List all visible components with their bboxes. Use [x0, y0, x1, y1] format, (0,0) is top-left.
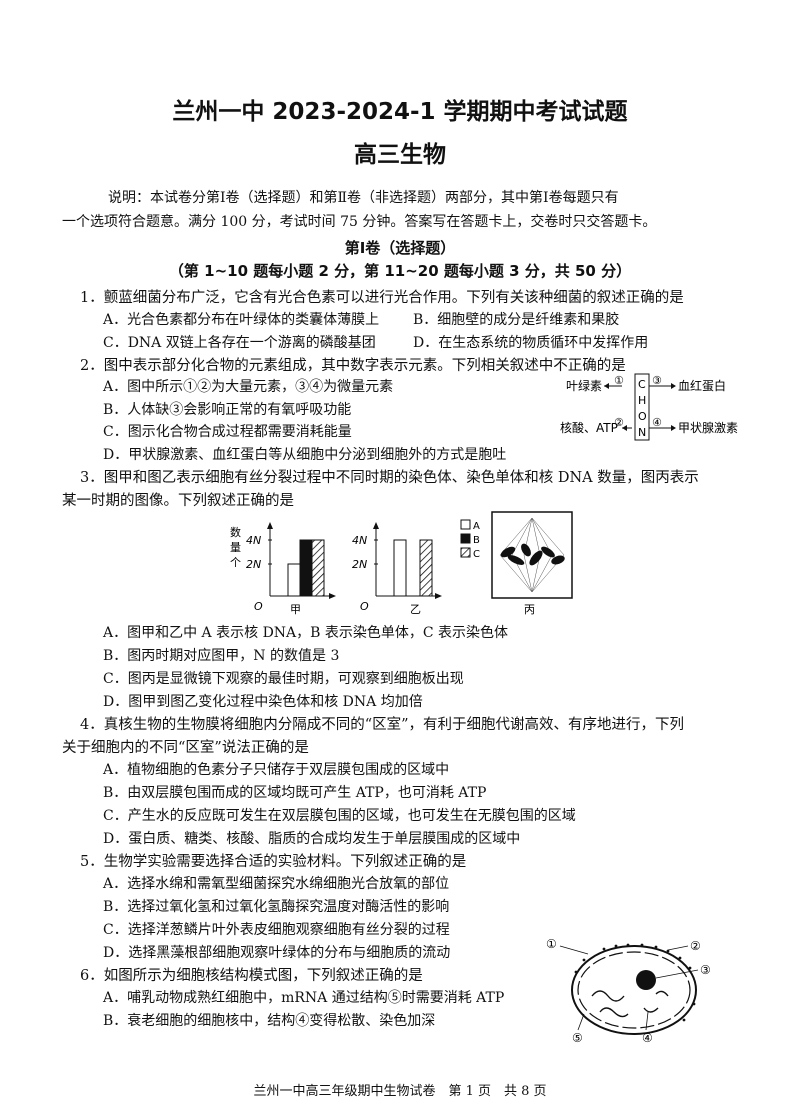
y-label-char-2: 量: [230, 541, 241, 554]
origin-yi: O: [360, 600, 369, 613]
legend-b: B: [473, 535, 480, 546]
element-composition-diagram: 叶绿素 核酸、ATP ① ② C H O N ③ ④ 血红蛋白 甲状腺激素: [560, 373, 738, 441]
nucleus-label-2: ②: [690, 939, 701, 953]
question-2-stem: 2．图中表示部分化合物的元素组成，其中数字表示元素。下列相关叙述中不正确的是: [80, 358, 626, 374]
bar-jia-a: [287, 563, 301, 597]
question-6-option-b: B．衰老细胞的细胞核中，结构④变得松散、染色加深: [103, 1013, 436, 1029]
question-3-option-a: A．图甲和乙中 A 表示核 DNA，B 表示染色单体，C 表示染色体: [103, 625, 509, 641]
exam-title: 兰州一中 2023-2024-1 学期期中考试试题: [172, 99, 628, 125]
section-scoring: （第 1~10 题每小题 2 分，第 11~20 题每小题 3 分，共 50 分…: [168, 262, 632, 280]
question-6-stem: 6．如图所示为细胞核结构模式图，下列叙述正确的是: [80, 968, 423, 984]
nucleus-label-1: ①: [546, 937, 557, 951]
y-label-char-1: 数: [230, 526, 241, 539]
instructions-line1: 说明：本试卷分第Ⅰ卷（选择题）和第Ⅱ卷（非选择题）两部分，其中第Ⅰ卷每题只有: [108, 190, 619, 206]
legend-c: C: [473, 549, 480, 560]
nucleus-label-4: ④: [642, 1031, 653, 1045]
question-3-stem-line1: 3．图甲和图乙表示细胞有丝分裂过程中不同时期的染色体、染色单体和核 DNA 数量…: [80, 470, 699, 486]
question-4-option-b: B．由双层膜包围而成的区域均既可产生 ATP，也可消耗 ATP: [103, 785, 487, 801]
origin-jia: O: [254, 600, 263, 613]
element-n: N: [638, 426, 646, 439]
metaphase-cell-image: [491, 511, 573, 599]
tick-4n-jia: 4N: [246, 534, 261, 547]
tick-2n-jia: 2N: [246, 558, 261, 571]
question-1-option-c: C．DNA 双链上各存在一个游离的磷酸基团: [103, 335, 376, 351]
bar-yi-a: [393, 539, 407, 597]
question-3-option-c: C．图丙是显微镜下观察的最佳时期，可观察到细胞板出现: [103, 671, 464, 687]
instructions-line2: 一个选项符合题意。满分 100 分，考试时间 75 分钟。答案写在答题卡上，交卷…: [62, 214, 657, 230]
diagram-label-chlorophyll: 叶绿素: [566, 378, 602, 393]
question-5-option-b: B．选择过氧化氢和过氧化氢酶探究温度对酶活性的影响: [103, 899, 450, 915]
diagram-label-nucleic-acid-atp: 核酸、ATP: [560, 420, 618, 435]
question-1-option-d: D．在生态系统的物质循环中发挥作用: [413, 335, 649, 351]
question-2-option-b: B．人体缺③会影响正常的有氧呼吸功能: [103, 402, 352, 418]
bar-yi-c: [419, 539, 433, 597]
exam-subject: 高三生物: [354, 142, 446, 168]
question-2-option-d: D．甲状腺激素、血红蛋白等从细胞中分泌到细胞外的方式是胞吐: [103, 447, 507, 463]
question-1-option-a: A．光合色素都分布在叶绿体的类囊体薄膜上: [103, 312, 380, 328]
diagram-num-1: ①: [614, 374, 624, 387]
diagram-num-2: ②: [614, 416, 624, 429]
legend-a: A: [473, 521, 480, 532]
bar-jia-b: [299, 539, 313, 597]
tick-4n-yi: 4N: [352, 534, 367, 547]
question-3-option-b: B．图丙时期对应图甲，N 的数值是 3: [103, 648, 340, 664]
element-box: [634, 373, 650, 441]
tick-2n-yi: 2N: [352, 558, 367, 571]
page-footer: 兰州一中高三年级期中生物试卷 第 1 页 共 8 页: [253, 1084, 547, 1099]
diagram-label-hemoglobin: 血红蛋白: [678, 378, 726, 393]
mitosis-figure: 数 量 个 4N 2N O 甲 4N 2N O 乙 A B C: [230, 511, 573, 616]
element-h: H: [638, 394, 646, 407]
label-bing: 丙: [524, 603, 535, 616]
question-6-option-a: A．哺乳动物成熟红细胞中，mRNA 通过结构⑤时需要消耗 ATP: [103, 990, 505, 1006]
question-3-stem-line2: 某一时期的图像。下列叙述正确的是: [62, 493, 294, 509]
question-3-option-d: D．图甲到图乙变化过程中染色体和核 DNA 均加倍: [103, 694, 423, 710]
nuclear-envelope-outer: [571, 945, 697, 1035]
question-1-option-b: B．细胞壁的成分是纤维素和果胶: [413, 312, 620, 328]
question-1-stem: 1．颤蓝细菌分布广泛，它含有光合色素可以进行光合作用。下列有关该种细菌的叙述正确…: [80, 290, 684, 306]
question-4-option-c: C．产生水的反应既可发生在双层膜包围的区域，也可发生在无膜包围的区域: [103, 808, 576, 824]
question-2-option-a: A．图中所示①②为大量元素，③④为微量元素: [103, 379, 394, 395]
label-yi: 乙: [410, 603, 421, 616]
question-4-option-a: A．植物细胞的色素分子只储存于双层膜包围成的区域中: [103, 762, 450, 778]
chromatin: [591, 990, 669, 1018]
nucleus-structure-diagram: ① ② ③ ④ ⑤: [546, 937, 711, 1045]
label-jia: 甲: [290, 603, 301, 616]
element-o: O: [638, 410, 647, 423]
diagram-num-3: ③: [652, 374, 662, 387]
question-5-option-c: C．选择洋葱鳞片叶外表皮细胞观察细胞有丝分裂的过程: [103, 922, 450, 938]
diagram-num-4: ④: [652, 416, 662, 429]
bar-jia-c: [311, 539, 325, 597]
section-title: 第Ⅰ卷（选择题）: [344, 239, 456, 257]
question-4-option-d: D．蛋白质、糖类、核酸、脂质的合成均发生于单层膜围成的区域中: [103, 831, 521, 847]
diagram-label-thyroxine: 甲状腺激素: [678, 421, 738, 435]
nucleus-label-3: ③: [700, 963, 711, 977]
question-5-stem: 5．生物学实验需要选择合适的实验材料。下列叙述正确的是: [80, 854, 467, 870]
nuclear-envelope-inner: [577, 951, 691, 1029]
question-5-option-a: A．选择水绵和需氧型细菌探究水绵细胞光合放氧的部位: [103, 876, 450, 892]
question-5-option-d: D．选择黑藻根部细胞观察叶绿体的分布与细胞质的流动: [103, 945, 451, 961]
nucleolus: [636, 970, 656, 990]
question-4-stem-line1: 4．真核生物的生物膜将细胞内分隔成不同的“区室”，有利于细胞代谢高效、有序地进行…: [80, 717, 685, 733]
question-2-option-c: C．图示化合物合成过程都需要消耗能量: [103, 424, 352, 440]
nucleus-label-5: ⑤: [572, 1031, 583, 1045]
y-label-char-3: 个: [230, 556, 241, 569]
element-c: C: [638, 378, 646, 391]
question-4-stem-line2: 关于细胞内的不同“区室”说法正确的是: [62, 740, 309, 756]
